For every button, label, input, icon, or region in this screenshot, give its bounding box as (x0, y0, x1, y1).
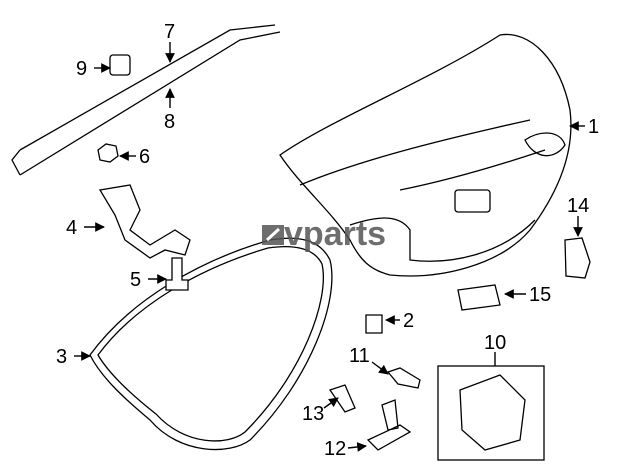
nut (97, 143, 119, 163)
stop-bumper (365, 314, 383, 334)
callout-4: 4 (66, 217, 77, 239)
callout-15: 15 (529, 284, 551, 306)
callout-10: 10 (484, 332, 506, 354)
bolt-13 (328, 384, 356, 413)
lamp-15 (457, 284, 501, 311)
watermark-text: vparts (284, 215, 386, 253)
latch-box (437, 365, 545, 461)
bumper-part (109, 54, 131, 76)
callout-1: 1 (588, 116, 599, 138)
callout-7: 7 (164, 21, 175, 43)
callout-8: 8 (164, 111, 175, 133)
torsion-rods (11, 24, 281, 176)
callout-3: 3 (56, 346, 67, 368)
weatherstrip (89, 237, 333, 451)
hinge (98, 184, 191, 259)
callout-5: 5 (130, 269, 141, 291)
handle-12 (366, 399, 412, 451)
callout-14: 14 (567, 195, 589, 217)
callout-11: 11 (349, 345, 370, 367)
callout-13: 13 (302, 403, 324, 425)
callout-12: 12 (324, 438, 346, 460)
callout-2: 2 (403, 310, 414, 332)
striker-14 (564, 237, 591, 279)
callout-9: 9 (76, 58, 87, 80)
bolt-11 (386, 367, 421, 389)
trunk-lid (279, 33, 572, 277)
bolt (165, 257, 189, 291)
callout-6: 6 (139, 146, 150, 168)
watermark: vparts (262, 215, 386, 253)
